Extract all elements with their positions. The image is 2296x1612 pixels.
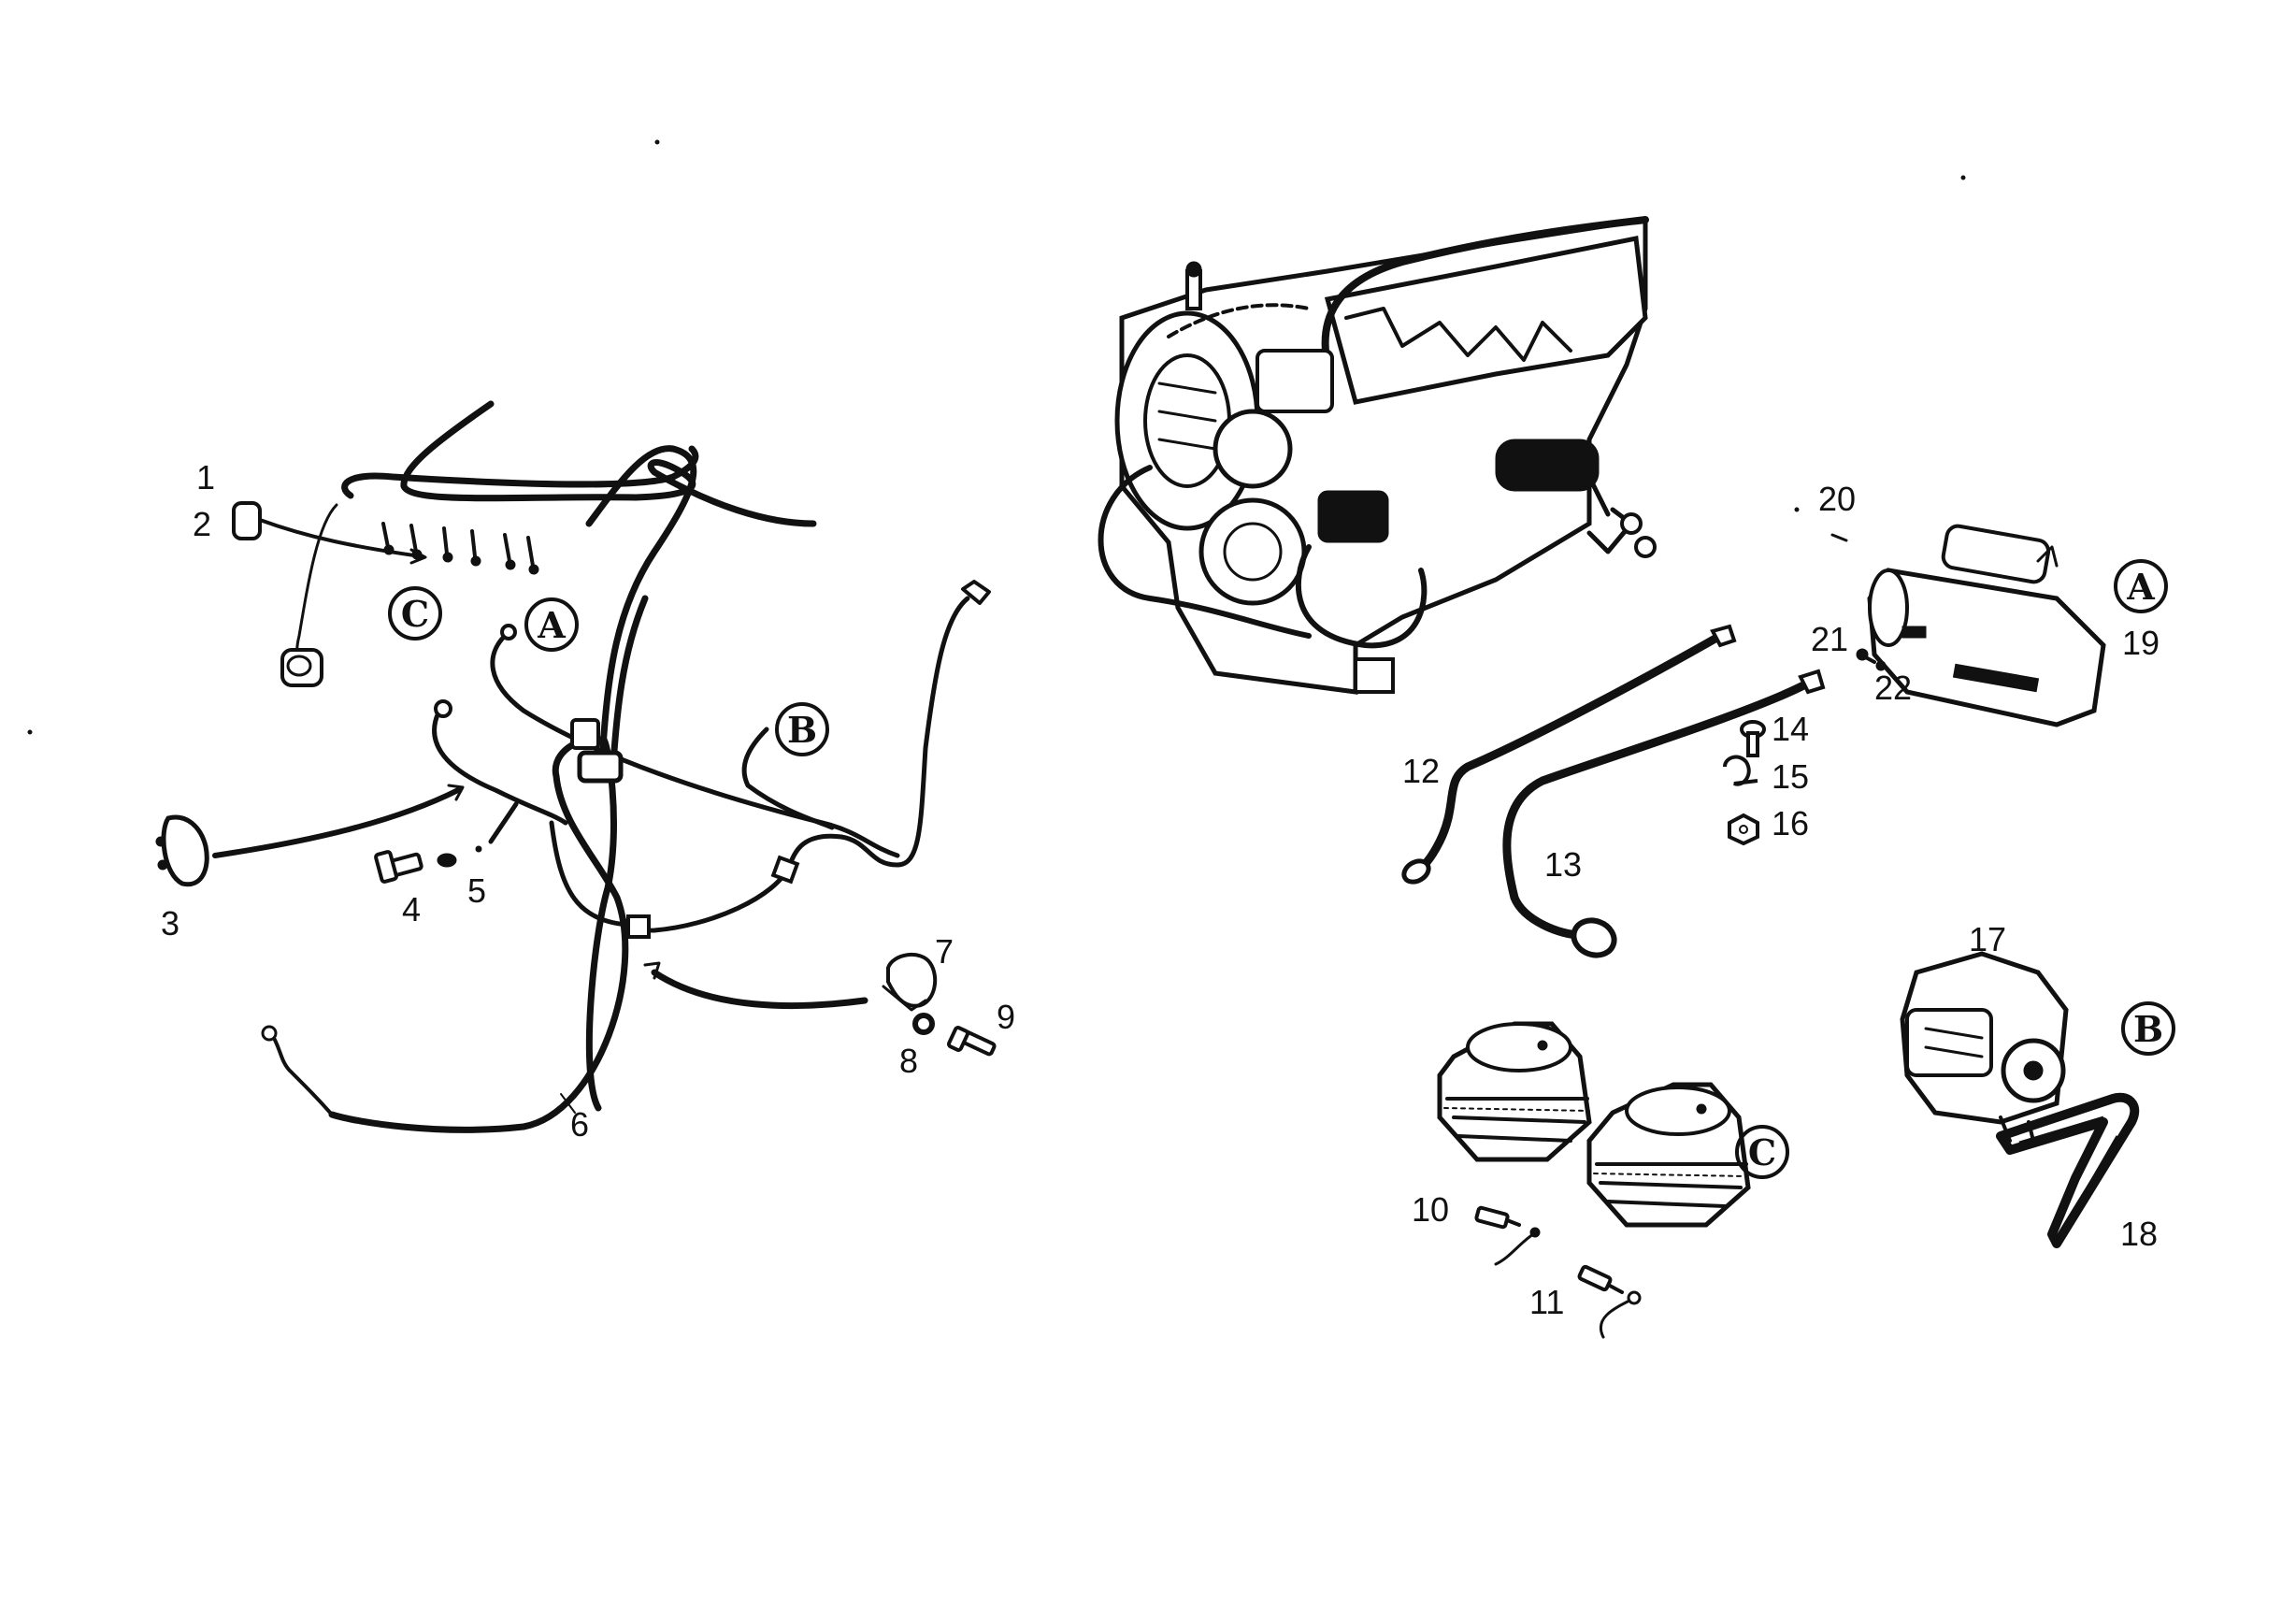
- cylinder-head-right: [1586, 1082, 1751, 1228]
- callout-2: 2: [193, 505, 211, 543]
- alternator-part-17: [1900, 951, 2069, 1143]
- callout-7: 7: [935, 932, 954, 971]
- pin-part-20: [1794, 507, 1848, 542]
- wire-to-starter-a: [490, 633, 900, 858]
- washer-part-5: [437, 853, 457, 868]
- clamp-part-7: [882, 952, 938, 1012]
- nut-part-16: [1728, 813, 1759, 846]
- callout-21: 21: [1811, 620, 1848, 658]
- callout-19: 19: [2122, 624, 2160, 662]
- circle-label-heads-c: C: [1735, 1125, 1789, 1179]
- wire-to-terminal: [624, 596, 970, 933]
- svg-text:C: C: [401, 593, 429, 635]
- callout-1: 1: [196, 458, 215, 497]
- callout-6: 6: [570, 1105, 589, 1144]
- cable-clip-part-3: [155, 814, 209, 887]
- circle-label-starter-a: A: [2114, 559, 2168, 613]
- callout-3: 3: [161, 904, 179, 943]
- callout-18: 18: [2120, 1215, 2158, 1253]
- bolt-part-21: [1856, 648, 1876, 664]
- alternator-on-engine: [1317, 490, 1389, 543]
- svg-text:B: B: [787, 709, 817, 751]
- washer-part-8: [912, 1013, 935, 1035]
- callout-13: 13: [1544, 845, 1582, 884]
- svg-text:B: B: [2133, 1008, 2163, 1050]
- clip-part-15: [1723, 755, 1758, 786]
- callout-11: 11: [1529, 1283, 1564, 1321]
- callout-numbers: 1 2 3 4 5 6 7 8 9 10 11 12 13 14 15 16 1…: [161, 458, 2160, 1321]
- junction-collar: [577, 750, 624, 784]
- callout-20: 20: [1818, 480, 1856, 518]
- bolt-part-14: [1740, 720, 1766, 757]
- svg-text:C: C: [1748, 1131, 1776, 1173]
- glow-plug-part-10: [1474, 1205, 1541, 1266]
- circle-label-harness-b: B: [775, 702, 829, 756]
- idler-pulley: [1213, 409, 1293, 489]
- harness-branch-upper: [341, 445, 699, 499]
- ground-cable-13: [1502, 669, 1826, 958]
- callout-8: 8: [899, 1042, 918, 1080]
- callout-9: 9: [997, 998, 1015, 1036]
- svg-text:A: A: [2126, 566, 2155, 608]
- svg-text:A: A: [537, 604, 566, 646]
- starter-on-engine: [1495, 439, 1600, 492]
- v-belt-part-18: [1996, 1092, 2140, 1248]
- callout-22: 22: [1874, 669, 1912, 707]
- ground-strap-3: [432, 708, 568, 826]
- cylinder-head-left: [1437, 1021, 1592, 1162]
- battery-cable-12: [1401, 624, 1737, 885]
- bolt-part-9: [946, 1026, 997, 1057]
- wiring-harness: [155, 400, 997, 1133]
- callout-5: 5: [467, 871, 486, 910]
- callout-16: 16: [1772, 804, 1809, 842]
- washer-part-22: [1875, 660, 1887, 671]
- wire-to-alternator-b: [741, 727, 835, 830]
- circle-label-harness-a: A: [524, 597, 579, 652]
- circled-reference-letters: C A B A B C: [388, 559, 2175, 1179]
- glow-plug-harness: [400, 400, 817, 527]
- callout-14: 14: [1772, 710, 1809, 748]
- callout-4: 4: [402, 890, 421, 928]
- callout-15: 15: [1772, 757, 1809, 796]
- glow-plug-part-11: [1577, 1264, 1642, 1339]
- callout-17: 17: [1969, 920, 2006, 958]
- bolt-part-4: [374, 850, 423, 884]
- callout-10: 10: [1412, 1190, 1449, 1229]
- glow-plug-terminals: [381, 522, 539, 575]
- callout-12: 12: [1402, 752, 1440, 790]
- engine-assembly: [1098, 216, 1657, 695]
- circle-label-harness-c: C: [388, 586, 442, 640]
- connector-part-1-2: [232, 501, 427, 565]
- glow-plug-relay: [280, 648, 323, 687]
- circle-label-alternator-b: B: [2121, 1001, 2175, 1056]
- starter-motor-part-19: [1867, 524, 2106, 727]
